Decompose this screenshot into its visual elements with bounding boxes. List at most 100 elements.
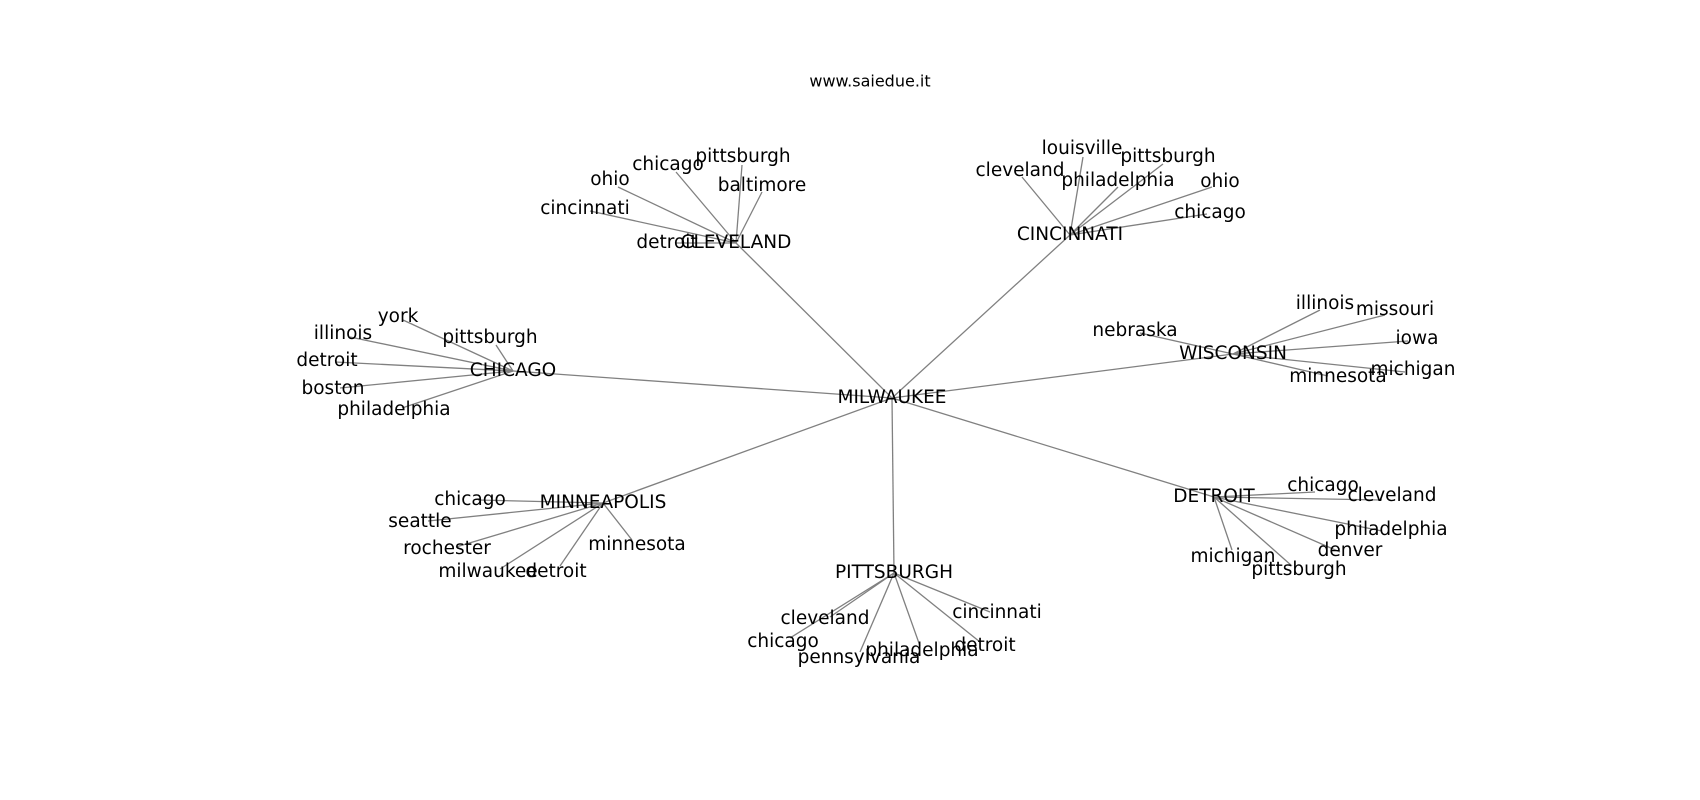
leaf-node-cincinnati-chicago: chicago xyxy=(1174,202,1246,223)
leaf-node-chicago-illinois: illinois xyxy=(314,323,372,344)
leaf-node-chicago-detroit: detroit xyxy=(296,350,357,371)
node-layer: ohiochicagopittsburghbaltimorecincinnati… xyxy=(296,138,1455,668)
edge-minneapolis-minnesota xyxy=(602,502,633,541)
leaf-node-cincinnati-louisville: louisville xyxy=(1042,138,1123,159)
edge-minneapolis-chicago xyxy=(477,499,604,504)
edge-minneapolis-detroit xyxy=(559,502,604,567)
leaf-node-detroit-cleveland: cleveland xyxy=(1348,485,1437,506)
leaf-node-wisconsin-nebraska: nebraska xyxy=(1092,320,1177,341)
edge-cincinnati-cleveland xyxy=(1021,176,1071,236)
edge-cleveland-cincinnati xyxy=(589,210,737,244)
edge-wisconsin-michigan xyxy=(1232,353,1406,373)
leaf-node-cincinnati-philadelphia: philadelphia xyxy=(1061,170,1174,191)
leaf-node-cleveland-cincinnati: cincinnati xyxy=(540,198,630,219)
edge-minneapolis-seattle xyxy=(427,502,604,522)
edge-center-pittsburgh xyxy=(891,397,895,574)
leaf-node-detroit-chicago: chicago xyxy=(1287,475,1359,496)
leaf-node-cincinnati-ohio: ohio xyxy=(1200,171,1240,192)
leaf-node-wisconsin-illinois: illinois xyxy=(1296,293,1354,314)
edge-wisconsin-missouri xyxy=(1232,314,1386,355)
edge-pittsburgh-pennsylvania xyxy=(859,572,895,653)
edge-detroit-chicago xyxy=(1213,491,1316,498)
leaf-node-cleveland-detroit: detroit xyxy=(636,232,697,253)
leaf-node-wisconsin-missouri: missouri xyxy=(1356,299,1434,320)
leaf-node-minneapolis-rochester: rochester xyxy=(403,538,491,559)
leaf-node-chicago-boston: boston xyxy=(302,378,365,399)
edge-cleveland-baltimore xyxy=(735,191,763,244)
leaf-node-pittsburgh-detroit: detroit xyxy=(954,635,1015,656)
leaf-node-detroit-pittsburgh: pittsburgh xyxy=(1251,559,1346,580)
edge-pittsburgh-chicago xyxy=(789,572,895,639)
edge-cleveland-ohio xyxy=(617,186,737,244)
edge-center-cleveland xyxy=(735,242,893,399)
edge-detroit-pittsburgh xyxy=(1213,496,1293,567)
leaf-node-chicago-york: york xyxy=(378,306,419,327)
edge-center-chicago xyxy=(512,370,893,399)
leaf-node-cleveland-pittsburgh: pittsburgh xyxy=(695,146,790,167)
leaf-node-pittsburgh-chicago: chicago xyxy=(747,631,819,652)
edge-cincinnati-chicago xyxy=(1069,213,1208,236)
edge-chicago-boston xyxy=(339,370,514,389)
leaf-node-cincinnati-cleveland: cleveland xyxy=(976,160,1065,181)
edge-detroit-denver xyxy=(1213,496,1341,553)
leaf-node-minneapolis-detroit: detroit xyxy=(525,561,586,582)
edge-layer xyxy=(334,156,1409,653)
edge-center-cincinnati xyxy=(891,234,1071,399)
edge-chicago-illinois xyxy=(349,336,514,372)
hub-node-detroit: DETROIT xyxy=(1173,486,1255,507)
leaf-node-pittsburgh-cincinnati: cincinnati xyxy=(952,602,1042,623)
edge-cleveland-chicago xyxy=(675,171,737,244)
edge-wisconsin-iowa xyxy=(1232,340,1409,355)
edge-minneapolis-milwaukee xyxy=(499,502,604,570)
edge-wisconsin-minnesota xyxy=(1232,353,1329,377)
edge-center-wisconsin xyxy=(891,353,1234,399)
edge-chicago-philadelphia xyxy=(401,370,514,409)
leaf-node-minneapolis-minnesota: minnesota xyxy=(588,534,686,555)
edge-pittsburgh-cincinnati xyxy=(893,572,991,613)
leaf-node-cincinnati-pittsburgh: pittsburgh xyxy=(1120,146,1215,167)
edge-detroit-michigan xyxy=(1213,496,1233,551)
edge-center-detroit xyxy=(891,397,1215,498)
edge-cincinnati-philadelphia xyxy=(1069,186,1119,236)
leaf-node-minneapolis-seattle: seattle xyxy=(388,511,451,532)
leaf-node-pittsburgh-pennsylvania: pennsylvania xyxy=(798,647,921,668)
leaf-node-pittsburgh-philadelphia: philadelphia xyxy=(865,640,978,661)
edge-cincinnati-louisville xyxy=(1069,156,1084,236)
center-node: MILWAUKEE xyxy=(837,387,946,408)
edge-chicago-detroit xyxy=(334,361,514,372)
edge-detroit-philadelphia xyxy=(1213,496,1383,532)
edge-pittsburgh-philadelphia xyxy=(893,572,921,647)
edge-wisconsin-nebraska xyxy=(1139,332,1234,355)
leaf-node-wisconsin-iowa: iowa xyxy=(1396,328,1439,349)
leaf-node-chicago-pittsburgh: pittsburgh xyxy=(442,327,537,348)
edge-pittsburgh-detroit xyxy=(893,572,981,643)
hub-node-chicago: CHICAGO xyxy=(470,360,556,381)
edge-cincinnati-pittsburgh xyxy=(1069,163,1164,236)
edge-cleveland-pittsburgh xyxy=(735,164,743,244)
edge-cincinnati-ohio xyxy=(1069,186,1213,236)
edge-chicago-pittsburgh xyxy=(495,344,514,372)
hub-node-cincinnati: CINCINNATI xyxy=(1017,224,1123,245)
edge-wisconsin-illinois xyxy=(1232,309,1321,355)
hub-node-pittsburgh: PITTSBURGH xyxy=(835,562,953,583)
leaf-node-cleveland-baltimore: baltimore xyxy=(718,175,807,196)
hub-node-wisconsin: WISCONSIN xyxy=(1179,343,1287,364)
site-title: www.saiedue.it xyxy=(809,72,930,91)
edge-center-minneapolis xyxy=(602,397,893,504)
leaf-node-wisconsin-michigan: michigan xyxy=(1370,359,1455,380)
hub-node-cleveland: CLEVELAND xyxy=(681,232,792,253)
leaf-node-cleveland-chicago: chicago xyxy=(632,154,704,175)
leaf-node-cleveland-ohio: ohio xyxy=(590,169,630,190)
hub-node-minneapolis: MINNEAPOLIS xyxy=(540,492,667,513)
edge-minneapolis-rochester xyxy=(455,502,604,548)
leaf-node-detroit-philadelphia: philadelphia xyxy=(1334,519,1447,540)
leaf-node-pittsburgh-cleveland: cleveland xyxy=(781,608,870,629)
leaf-node-wisconsin-minnesota: minnesota xyxy=(1289,366,1387,387)
edge-detroit-cleveland xyxy=(1213,496,1383,501)
leaf-node-detroit-denver: denver xyxy=(1318,540,1383,561)
leaf-node-minneapolis-milwaukee: milwaukee xyxy=(438,561,537,582)
leaf-node-chicago-philadelphia: philadelphia xyxy=(337,399,450,420)
edge-chicago-york xyxy=(402,319,514,372)
leaf-node-detroit-michigan: michigan xyxy=(1190,546,1275,567)
